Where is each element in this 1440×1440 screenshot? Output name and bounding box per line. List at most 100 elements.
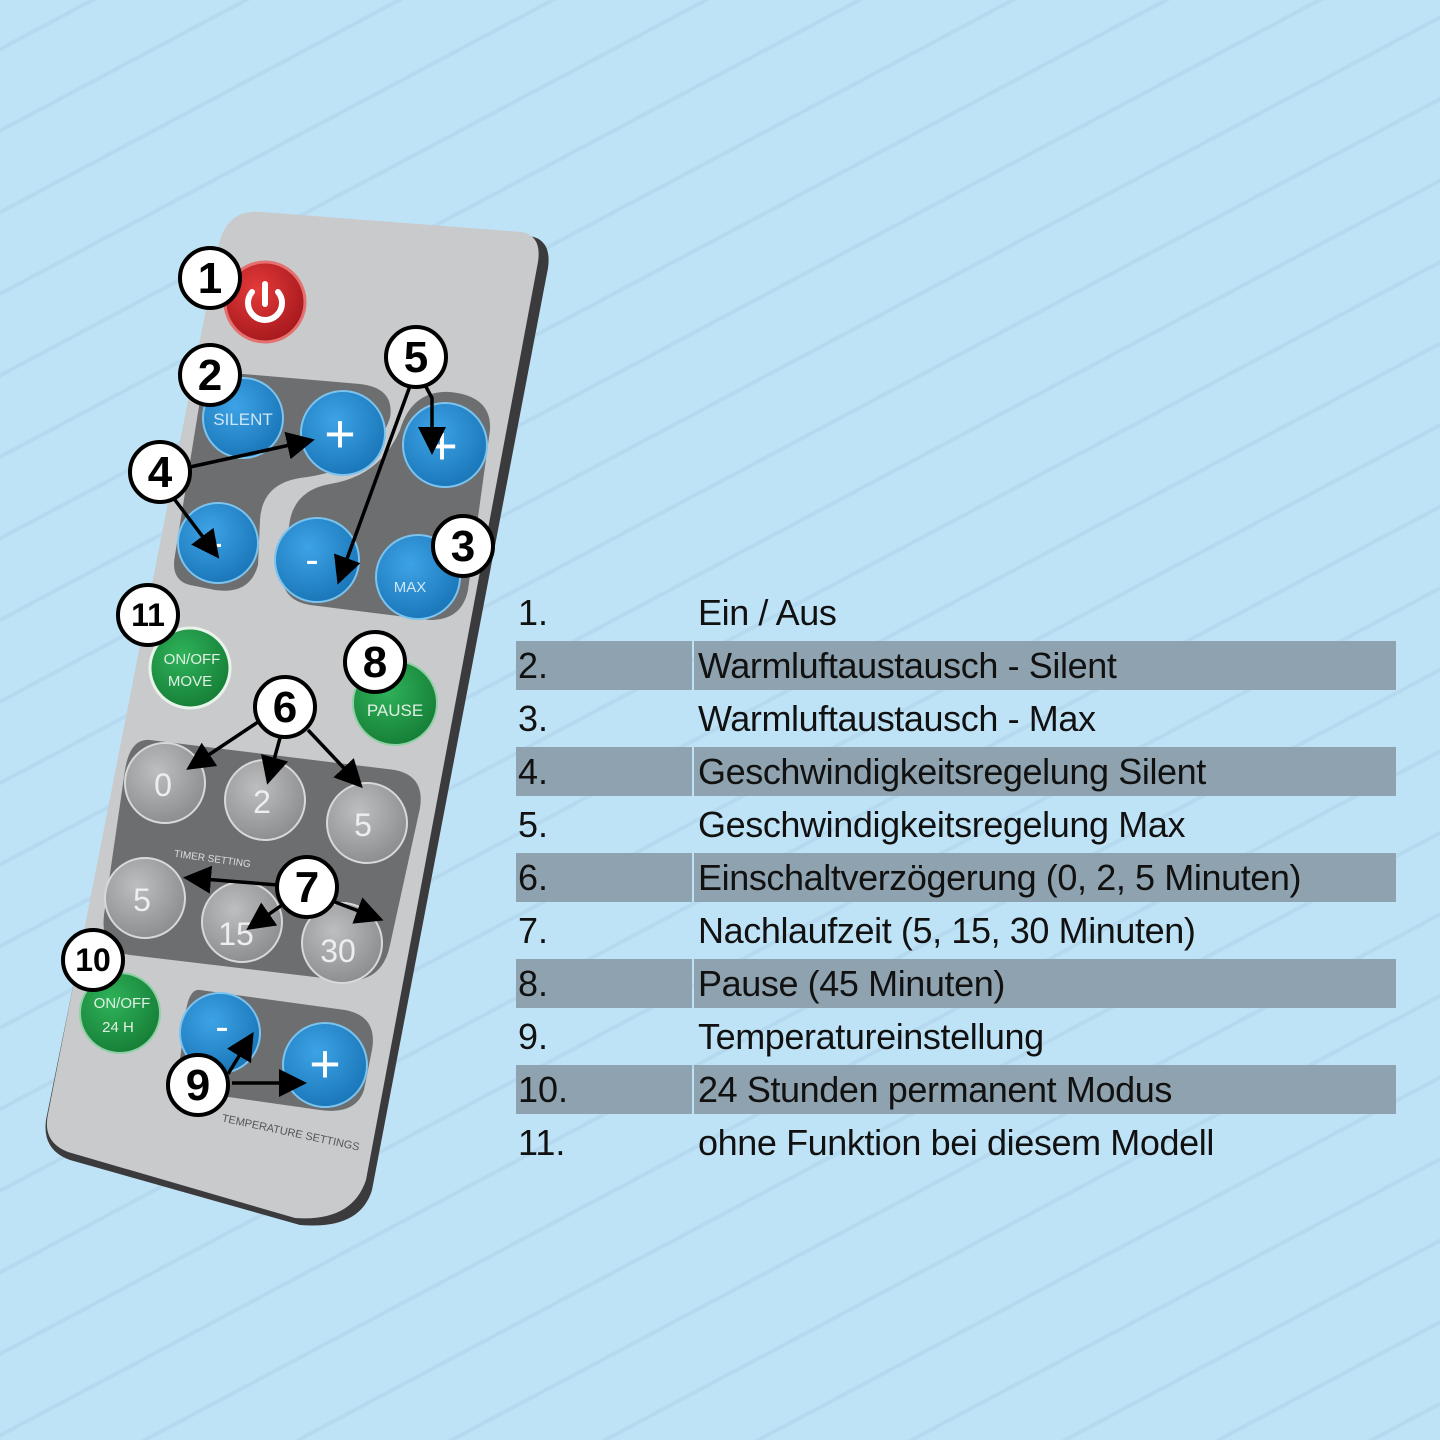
plus-label: + — [324, 404, 356, 464]
callout-number: 6 — [273, 683, 297, 732]
arrow-5a — [334, 385, 412, 585]
legend-row: 3. Warmluftaustausch - Max — [516, 692, 1396, 745]
legend-number: 7. — [518, 909, 549, 951]
legend-text: Ein / Aus — [698, 591, 837, 633]
runon-15-button[interactable]: 15 — [201, 881, 283, 963]
legend-number: 3. — [518, 697, 549, 739]
pause-label: PAUSE — [367, 701, 423, 720]
arrow-4a — [189, 431, 315, 469]
legend-text: Temperatureinstellung — [698, 1015, 1044, 1057]
callout-9: 9 — [166, 1053, 230, 1117]
move-button[interactable]: ON/OFF MOVE — [148, 626, 232, 710]
arrow-7b — [246, 901, 287, 931]
legend-text: Nachlaufzeit (5, 15, 30 Minuten) — [698, 909, 1196, 951]
legend-row: 9. Temperatureinstellung — [516, 1010, 1396, 1063]
arrow-9a — [226, 1032, 254, 1075]
power-button[interactable] — [223, 260, 307, 344]
delay-5-button[interactable]: 5 — [326, 782, 408, 864]
callout-8: 8 — [343, 630, 407, 694]
legend-text: Geschwindigkeitsregelung Silent — [694, 747, 1396, 796]
callout-7: 7 — [275, 855, 339, 919]
legend-text: 24 Stunden permanent Modus — [694, 1065, 1396, 1114]
fan-silent-plus-button[interactable]: + — [300, 390, 386, 476]
legend-row: 10.24 Stunden permanent Modus — [516, 1065, 1396, 1114]
move-label-2: MOVE — [168, 673, 212, 690]
callout-11: 11 — [116, 583, 180, 647]
arrow-7a — [183, 865, 279, 894]
runon-5-label: 5 — [133, 882, 151, 918]
h24-button[interactable]: ON/OFF 24 H — [79, 972, 161, 1054]
h24-label-2: 24 H — [102, 1019, 134, 1036]
legend-text: Warmluftaustausch - Max — [698, 697, 1096, 739]
arrow-7c — [334, 897, 384, 924]
legend-text: Einschaltverzögerung (0, 2, 5 Minuten) — [694, 853, 1396, 902]
legend-row: 2.Warmluftaustausch - Silent — [516, 641, 1396, 690]
legend-number: 5. — [518, 803, 549, 845]
callout-number: 7 — [295, 863, 319, 912]
runon-30-label: 30 — [320, 933, 356, 969]
legend-row: 5. Geschwindigkeitsregelung Max — [516, 798, 1396, 851]
legend-number: 1. — [518, 591, 549, 633]
fan-max-plus-button[interactable]: + — [402, 402, 488, 488]
delay-2-label: 2 — [253, 784, 271, 820]
legend-row: 1. Ein / Aus — [516, 586, 1396, 639]
arrow-6b — [261, 737, 289, 785]
callout-6: 6 — [253, 675, 317, 739]
callout-number: 2 — [198, 351, 222, 400]
delay-2-button[interactable]: 2 — [224, 759, 306, 841]
legend-number: 2. — [516, 641, 692, 690]
delay-5-label: 5 — [354, 807, 372, 843]
silent-label: SILENT — [213, 410, 273, 429]
delay-0-label: 0 — [154, 767, 172, 803]
plus-label: + — [309, 1034, 341, 1094]
runon-15-label: 15 — [218, 916, 254, 952]
legend-number: 11. — [518, 1121, 566, 1163]
legend-number: 6. — [516, 853, 692, 902]
arrow-4b — [173, 498, 220, 559]
callout-number: 5 — [404, 333, 428, 382]
arrow-5b — [418, 384, 446, 455]
callout-number: 9 — [186, 1061, 210, 1110]
callout-3: 3 — [431, 514, 495, 578]
legend-number: 10. — [516, 1065, 692, 1114]
minus-label: - — [209, 521, 222, 565]
runon-5-button[interactable]: 5 — [104, 857, 186, 939]
delay-0-button[interactable]: 0 — [124, 742, 206, 824]
callout-number: 1 — [198, 254, 222, 303]
callout-number: 4 — [148, 448, 173, 497]
legend-text: Pause (45 Minuten) — [694, 959, 1396, 1008]
legend-text: Geschwindigkeitsregelung Max — [698, 803, 1186, 845]
callout-1: 1 — [178, 246, 242, 310]
move-label-1: ON/OFF — [164, 651, 221, 668]
callout-number: 10 — [75, 942, 111, 978]
callout-5: 5 — [384, 325, 448, 389]
callout-10: 10 — [61, 928, 125, 992]
callout-number: 8 — [363, 638, 387, 687]
legend-number: 8. — [516, 959, 692, 1008]
legend-number: 4. — [516, 747, 692, 796]
arrow-6c — [306, 728, 363, 789]
callout-4: 4 — [128, 440, 192, 504]
arrow-6a — [186, 720, 259, 770]
legend-text: Warmluftaustausch - Silent — [694, 641, 1396, 690]
legend-row: 8.Pause (45 Minuten) — [516, 959, 1396, 1008]
callout-2: 2 — [178, 343, 242, 407]
legend-row: 6.Einschaltverzögerung (0, 2, 5 Minuten) — [516, 853, 1396, 902]
power-icon — [245, 281, 285, 323]
fan-silent-minus-button[interactable]: - — [177, 502, 259, 584]
minus-label: - — [305, 538, 318, 582]
minus-label: - — [215, 1005, 228, 1049]
callout-number: 11 — [131, 597, 165, 633]
legend-number: 9. — [518, 1015, 549, 1057]
legend-row: 7. Nachlaufzeit (5, 15, 30 Minuten) — [516, 904, 1396, 957]
callout-number: 3 — [451, 522, 475, 571]
legend-row: 4.Geschwindigkeitsregelung Silent — [516, 747, 1396, 796]
temp-plus-button[interactable]: + — [282, 1022, 368, 1108]
callout-arrows — [173, 384, 446, 1097]
legend-text: ohne Funktion bei diesem Modell — [698, 1121, 1214, 1163]
legend-row: 11. ohne Funktion bei diesem Modell — [516, 1116, 1396, 1169]
h24-label-1: ON/OFF — [94, 995, 151, 1012]
max-label: MAX — [394, 579, 427, 596]
